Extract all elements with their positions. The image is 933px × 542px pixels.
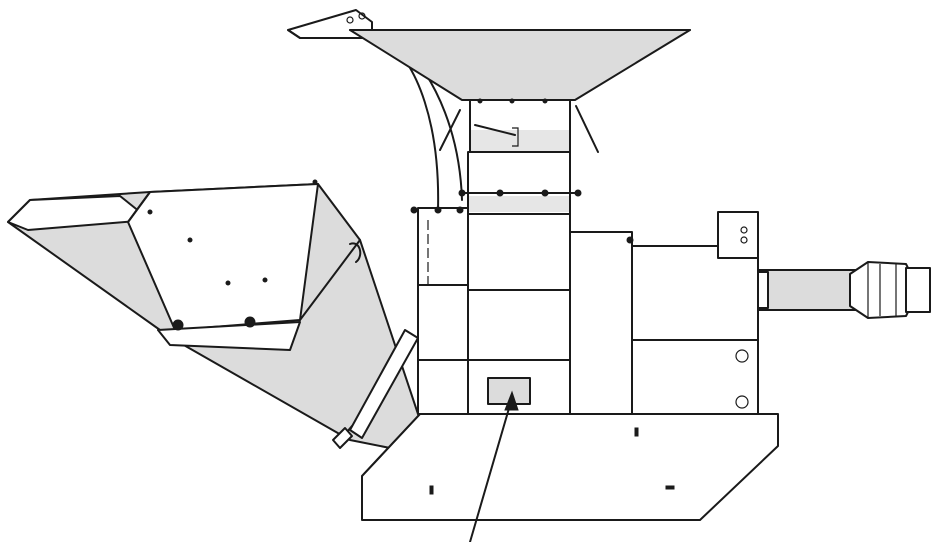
- callout-arrow: [469, 390, 519, 542]
- pto-shaft: [757, 261, 931, 319]
- base-frame: [361, 413, 779, 521]
- chipper-housing: [410, 151, 582, 415]
- top-hopper: [349, 29, 691, 153]
- feed-chute: [7, 179, 421, 451]
- engine-block: [569, 211, 759, 415]
